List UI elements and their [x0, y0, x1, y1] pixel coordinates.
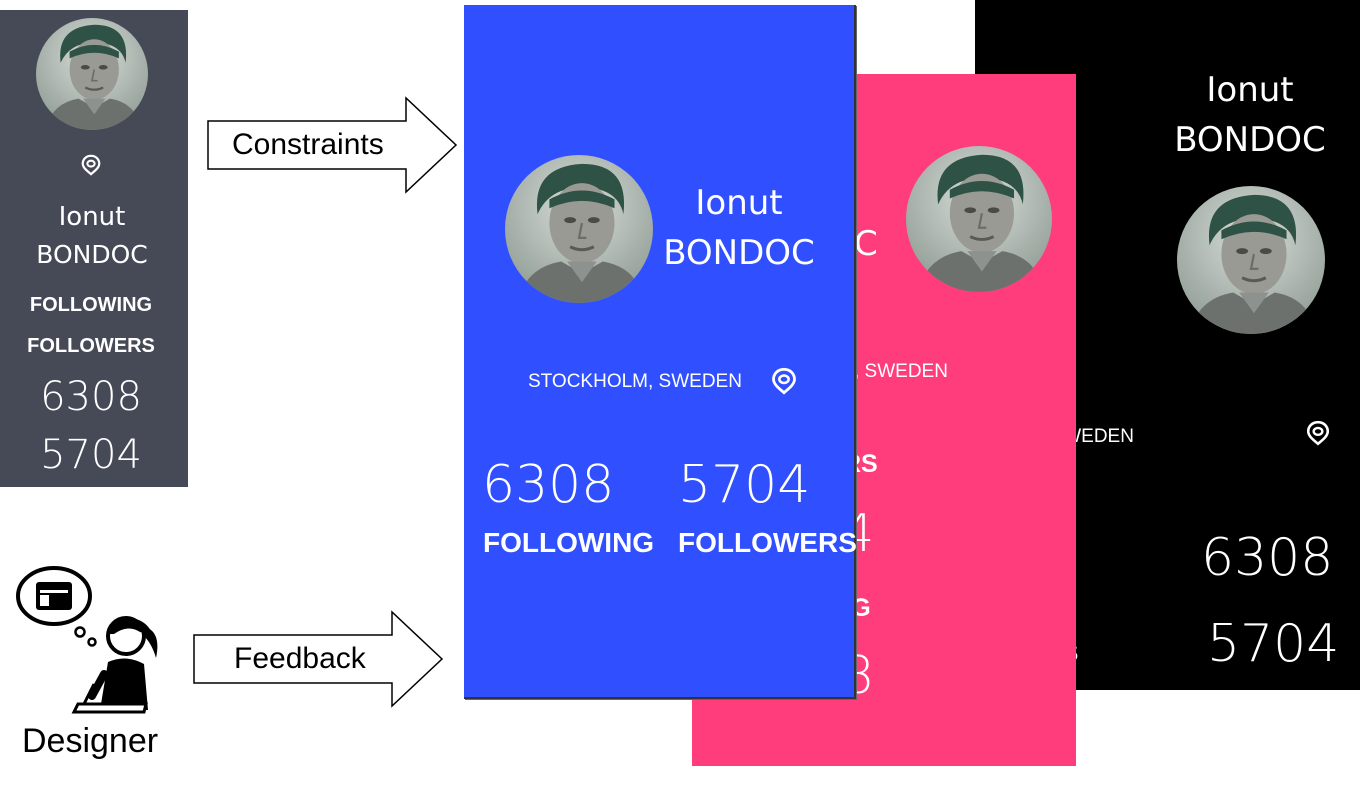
first-name: Ionut — [1206, 70, 1294, 110]
followers-count: 5704 — [40, 432, 142, 478]
constraints-arrow — [207, 96, 458, 194]
feedback-label: Feedback — [234, 642, 366, 675]
location-pin-icon — [1305, 420, 1331, 446]
feedback-arrow — [193, 610, 444, 708]
followers-label: FOLLOWERS — [27, 335, 155, 357]
following-count: 6308 — [1201, 528, 1334, 588]
followers-label: FOLLOWERS — [678, 527, 856, 558]
following-count: 6308 — [40, 374, 142, 420]
following-label: FOLLOWING — [29, 294, 153, 316]
location-text: STOCKHOLM, SWEDEN — [528, 371, 742, 392]
constraints-label: Constraints — [232, 128, 384, 161]
location-pin-icon — [80, 154, 102, 176]
avatar — [906, 146, 1052, 292]
followers-count: 5704 — [678, 455, 811, 515]
last-name: BONDOC — [36, 240, 148, 269]
followers-count: 5704 — [1207, 614, 1340, 674]
following-count: 6308 — [482, 455, 615, 515]
layout-icon — [36, 582, 72, 610]
following-label: FOLLOWING — [483, 527, 655, 558]
last-name: BONDOC — [663, 233, 815, 273]
designer-icon — [16, 566, 158, 714]
profile-photo — [505, 155, 653, 303]
source-profile-card: Ionut BONDOC FOLLOWING FOLLOWERS 6308 57… — [0, 10, 188, 487]
avatar — [36, 18, 148, 130]
avatar — [1177, 186, 1325, 334]
last-name: BONDOC — [1174, 120, 1326, 160]
profile-photo — [906, 146, 1052, 292]
location-pin-icon — [770, 367, 798, 395]
first-name: Ionut — [58, 202, 126, 232]
first-name: Ionut — [695, 183, 783, 223]
profile-photo — [1177, 186, 1325, 334]
designer-label: Designer — [22, 722, 159, 760]
avatar — [505, 155, 653, 303]
blue-variant-card: Ionut BONDOC STOCKHOLM, SWEDEN 6308 5704… — [464, 5, 856, 699]
profile-photo — [36, 18, 148, 130]
